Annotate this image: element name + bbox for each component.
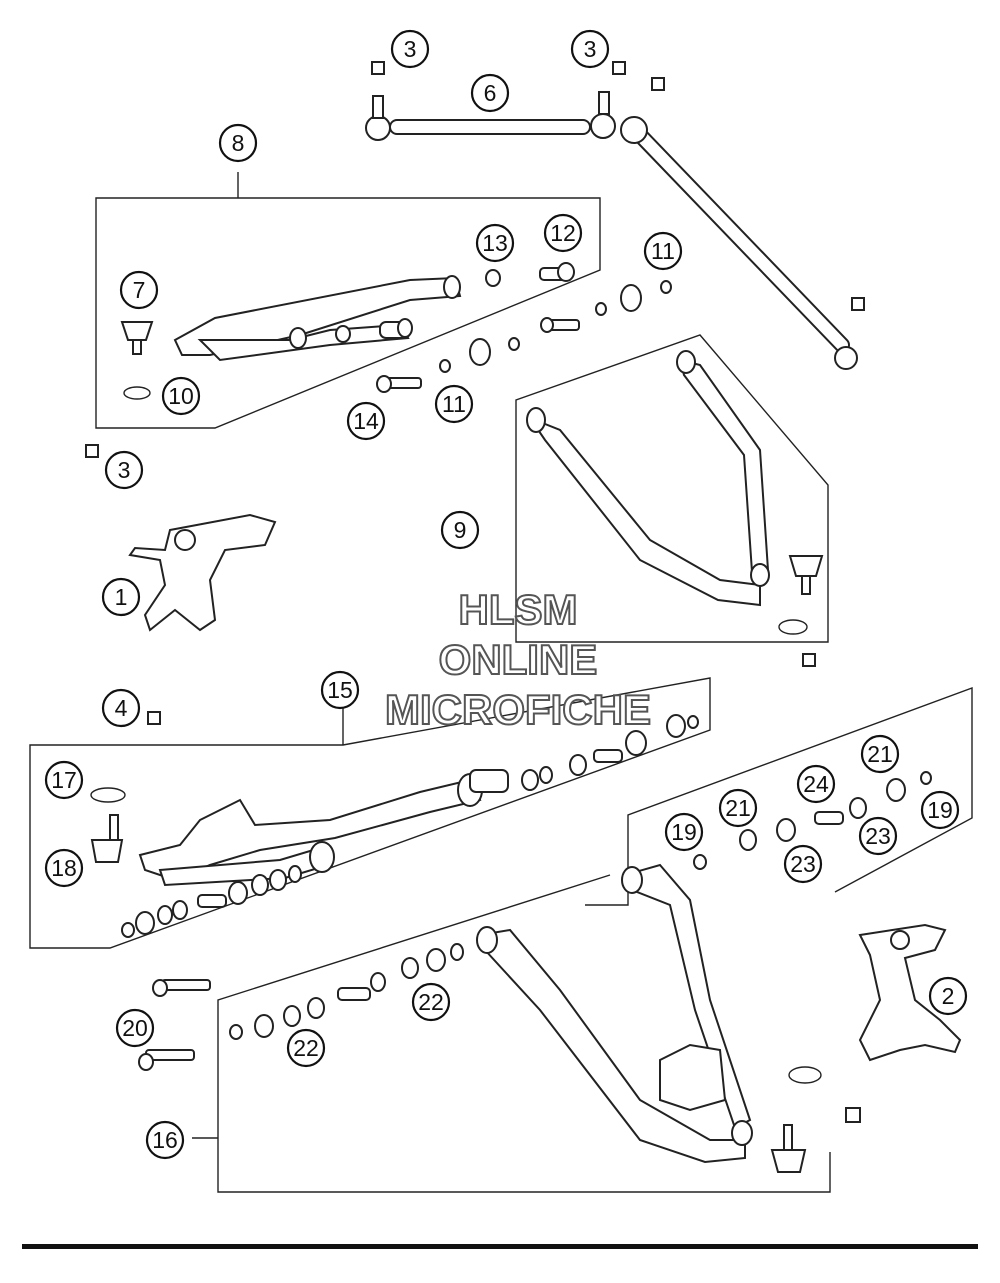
callout-3a: 3 — [390, 29, 430, 69]
bushing-row-15-upper — [521, 714, 699, 791]
callout-22b: 22 — [286, 1028, 326, 1068]
callout-7: 7 — [119, 270, 159, 310]
svg-text:21: 21 — [867, 741, 893, 767]
callout-19b: 19 — [920, 790, 960, 830]
svg-text:10: 10 — [168, 383, 194, 409]
callout-11b: 11 — [434, 384, 474, 424]
callout-17: 17 — [44, 760, 84, 800]
callout-14: 14 — [346, 401, 386, 441]
watermark-line-2: ONLINE — [439, 636, 598, 683]
upper-a-arm — [173, 275, 462, 362]
svg-text:12: 12 — [550, 220, 576, 246]
callout-4: 4 — [101, 688, 141, 728]
upper-a-arm-right — [526, 350, 770, 607]
callout-23a: 23 — [783, 844, 823, 884]
callout-2: 2 — [928, 976, 968, 1016]
watermark-line-1: HLSM — [459, 586, 578, 633]
svg-text:23: 23 — [865, 823, 891, 849]
callout-22a: 22 — [411, 982, 451, 1022]
callout-15: 15 — [320, 670, 360, 710]
callout-3c: 3 — [104, 450, 144, 490]
bushing-row-16-upper — [370, 943, 464, 992]
lower-a-arm-left — [138, 769, 509, 887]
ball-joint-lower-right — [770, 1124, 807, 1173]
svg-text:1: 1 — [115, 584, 128, 610]
svg-text:21: 21 — [725, 795, 751, 821]
group-outline-16 — [192, 874, 831, 1193]
svg-text:13: 13 — [482, 230, 508, 256]
callout-3b: 3 — [570, 29, 610, 69]
lower-a-arm-right — [476, 863, 753, 1164]
group-outline-8 — [95, 172, 601, 429]
callout-20: 20 — [115, 1008, 155, 1048]
callout-11a: 11 — [643, 231, 683, 271]
bottom-rule — [22, 1244, 978, 1249]
svg-text:6: 6 — [484, 80, 497, 106]
svg-text:22: 22 — [418, 989, 444, 1015]
svg-text:11: 11 — [442, 391, 466, 417]
svg-text:23: 23 — [790, 851, 816, 877]
svg-text:18: 18 — [51, 855, 77, 881]
svg-text:2: 2 — [942, 983, 955, 1009]
watermark-line-3: MICROFICHE — [385, 686, 651, 733]
tie-rod-upper — [365, 61, 626, 141]
small-hardware-8 — [485, 262, 575, 287]
svg-text:19: 19 — [671, 819, 697, 845]
svg-text:16: 16 — [152, 1127, 178, 1153]
svg-text:3: 3 — [118, 457, 131, 483]
svg-text:22: 22 — [293, 1035, 319, 1061]
steering-knuckle-left — [85, 444, 277, 632]
callout-12: 12 — [543, 213, 583, 253]
callout-1: 1 — [101, 577, 141, 617]
bushing-row-16-lower — [229, 987, 371, 1040]
callout-6: 6 — [470, 73, 510, 113]
svg-text:17: 17 — [51, 767, 77, 793]
svg-text:20: 20 — [122, 1015, 148, 1041]
callout-13: 13 — [475, 223, 515, 263]
svg-text:24: 24 — [803, 771, 829, 797]
svg-text:8: 8 — [232, 130, 245, 156]
callout-16: 16 — [145, 1120, 185, 1160]
bushing-set-right — [693, 771, 932, 870]
group-outline-15 — [29, 677, 711, 949]
ball-joint-lower-left — [90, 787, 126, 863]
callout-24: 24 — [796, 764, 836, 804]
callout-19a: 19 — [664, 812, 704, 852]
bolts-and-nuts-center — [376, 280, 672, 393]
tie-rod-long — [620, 77, 865, 370]
callout-9: 9 — [440, 510, 480, 550]
group-outline-9 — [515, 334, 829, 643]
ball-joint-right — [778, 555, 824, 667]
svg-text:7: 7 — [133, 277, 146, 303]
svg-text:3: 3 — [584, 36, 597, 62]
callout-21b: 21 — [860, 734, 900, 774]
callout-10: 10 — [161, 376, 201, 416]
bolts-20 — [138, 979, 211, 1071]
svg-text:4: 4 — [115, 695, 128, 721]
svg-text:19: 19 — [927, 797, 953, 823]
callout-18: 18 — [44, 848, 84, 888]
callout-21a: 21 — [718, 788, 758, 828]
nut-4 — [147, 711, 161, 725]
svg-text:3: 3 — [404, 36, 417, 62]
callout-23b: 23 — [858, 816, 898, 856]
svg-text:14: 14 — [353, 408, 379, 434]
steering-knuckle-right — [788, 923, 962, 1123]
svg-text:15: 15 — [327, 677, 353, 703]
watermark: HLSM ONLINE MICROFICHE — [384, 585, 652, 734]
ball-joint-upper — [120, 321, 154, 400]
svg-text:11: 11 — [651, 238, 675, 264]
callout-8: 8 — [218, 123, 258, 163]
bushing-row-15-lower — [121, 865, 302, 938]
group-outline-right-bushings — [585, 686, 973, 906]
svg-text:9: 9 — [454, 517, 467, 543]
